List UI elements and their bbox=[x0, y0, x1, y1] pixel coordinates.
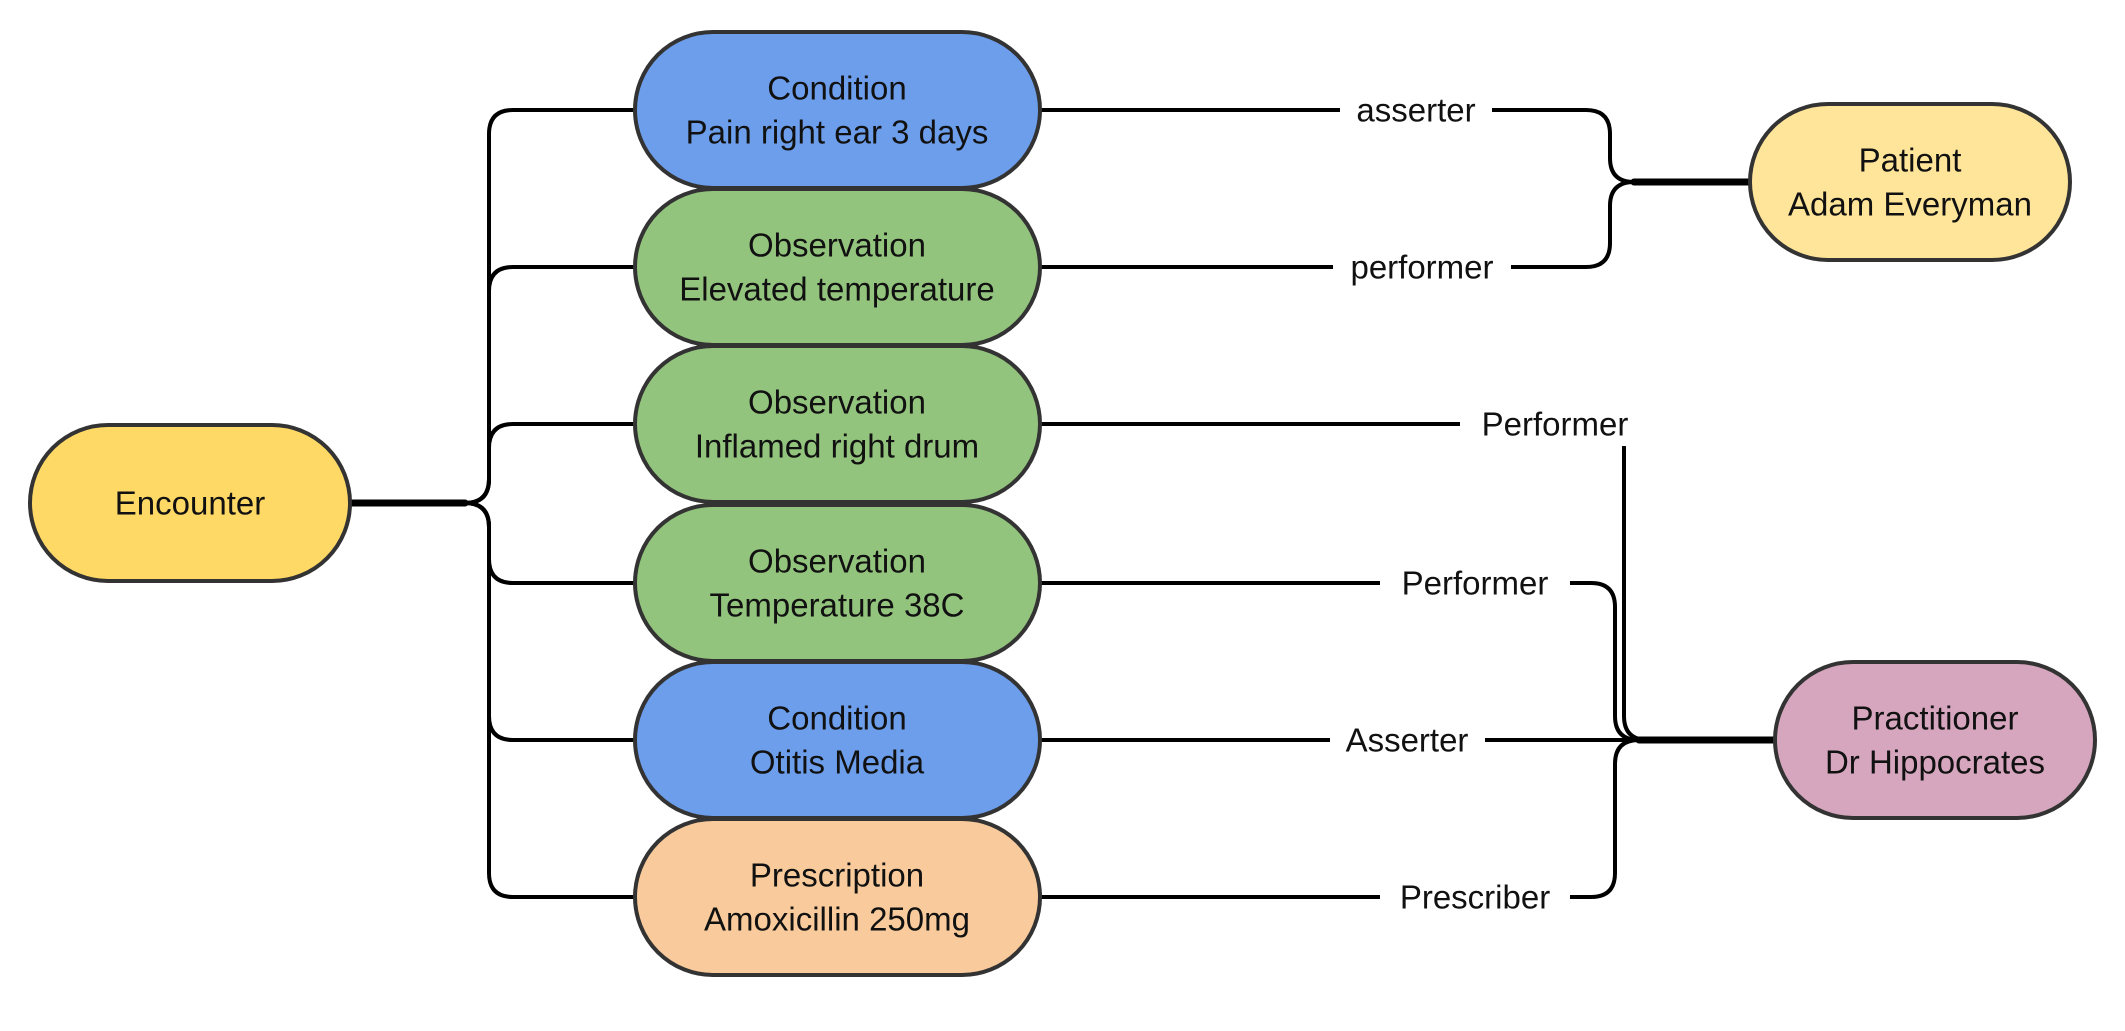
node-condition-otitis[interactable]: Condition Otitis Media bbox=[633, 660, 1042, 820]
node-condition-pain-shape bbox=[633, 30, 1042, 190]
connector-prescriber-practitioner bbox=[1038, 738, 1777, 899]
node-patient-shape bbox=[1748, 102, 2072, 262]
node-condition-pain[interactable]: Condition Pain right ear 3 days bbox=[633, 30, 1042, 190]
node-encounter[interactable]: Encounter bbox=[28, 423, 352, 583]
connector-encounter-prescription bbox=[463, 501, 637, 899]
connector-performer-temperature-practitioner bbox=[1038, 581, 1777, 742]
node-condition-otitis-detail: Otitis Media bbox=[750, 744, 925, 781]
node-observation-inflamed-shape bbox=[633, 344, 1042, 504]
edge-label-performer-inflamed: Performer bbox=[1460, 402, 1650, 446]
node-prescription[interactable]: Prescription Amoxicillin 250mg bbox=[633, 817, 1042, 977]
node-observation-elevated-shape bbox=[633, 187, 1042, 347]
node-observation-inflamed-type: Observation bbox=[748, 384, 926, 421]
node-encounter-label: Encounter bbox=[115, 485, 265, 522]
edge-label-asserter-otitis-text: Asserter bbox=[1346, 722, 1469, 759]
edge-label-performer-inflamed-text: Performer bbox=[1482, 406, 1629, 443]
node-prescription-detail: Amoxicillin 250mg bbox=[704, 901, 970, 938]
edge-label-performer-temperature-text: Performer bbox=[1402, 565, 1549, 602]
node-observation-elevated-detail: Elevated temperature bbox=[679, 271, 995, 308]
node-condition-pain-detail: Pain right ear 3 days bbox=[686, 114, 989, 151]
node-practitioner-name: Dr Hippocrates bbox=[1825, 744, 2045, 781]
node-practitioner[interactable]: Practitioner Dr Hippocrates bbox=[1773, 660, 2097, 820]
edge-label-performer-patient-text: performer bbox=[1350, 249, 1493, 286]
node-condition-pain-type: Condition bbox=[767, 70, 906, 107]
node-prescription-type: Prescription bbox=[750, 857, 924, 894]
patient-connectors bbox=[1038, 108, 1754, 269]
edge-label-asserter-text: asserter bbox=[1356, 92, 1475, 129]
node-observation-elevated-type: Observation bbox=[748, 227, 926, 264]
node-patient[interactable]: Patient Adam Everyman bbox=[1748, 102, 2072, 262]
node-observation-temperature-shape bbox=[633, 503, 1042, 663]
node-condition-otitis-shape bbox=[633, 660, 1042, 820]
node-practitioner-type: Practitioner bbox=[1852, 700, 2019, 737]
node-observation-inflamed-detail: Inflamed right drum bbox=[695, 428, 979, 465]
edge-label-performer-patient: performer bbox=[1333, 245, 1511, 289]
edge-label-performer-temperature: Performer bbox=[1380, 561, 1570, 605]
connector-encounter-observation-inflamed bbox=[463, 422, 637, 505]
practitioner-connectors bbox=[1038, 422, 1779, 899]
node-patient-type: Patient bbox=[1859, 142, 1962, 179]
node-condition-otitis-type: Condition bbox=[767, 700, 906, 737]
node-observation-temperature-type: Observation bbox=[748, 543, 926, 580]
connector-asserter-patient bbox=[1038, 108, 1752, 184]
node-encounter-shape bbox=[28, 423, 352, 583]
node-observation-temperature[interactable]: Observation Temperature 38C bbox=[633, 503, 1042, 663]
edge-label-prescriber-text: Prescriber bbox=[1400, 879, 1550, 916]
node-observation-elevated[interactable]: Observation Elevated temperature bbox=[633, 187, 1042, 347]
node-observation-inflamed[interactable]: Observation Inflamed right drum bbox=[633, 344, 1042, 504]
connector-performer-patient bbox=[1038, 180, 1752, 269]
edge-label-prescriber: Prescriber bbox=[1380, 875, 1570, 919]
edge-label-asserter-otitis: Asserter bbox=[1330, 718, 1485, 762]
node-prescription-shape bbox=[633, 817, 1042, 977]
encounter-connectors bbox=[346, 108, 637, 899]
node-observation-temperature-detail: Temperature 38C bbox=[710, 587, 965, 624]
node-practitioner-shape bbox=[1773, 660, 2097, 820]
edge-label-asserter: asserter bbox=[1340, 88, 1492, 132]
node-patient-name: Adam Everyman bbox=[1788, 186, 2032, 223]
